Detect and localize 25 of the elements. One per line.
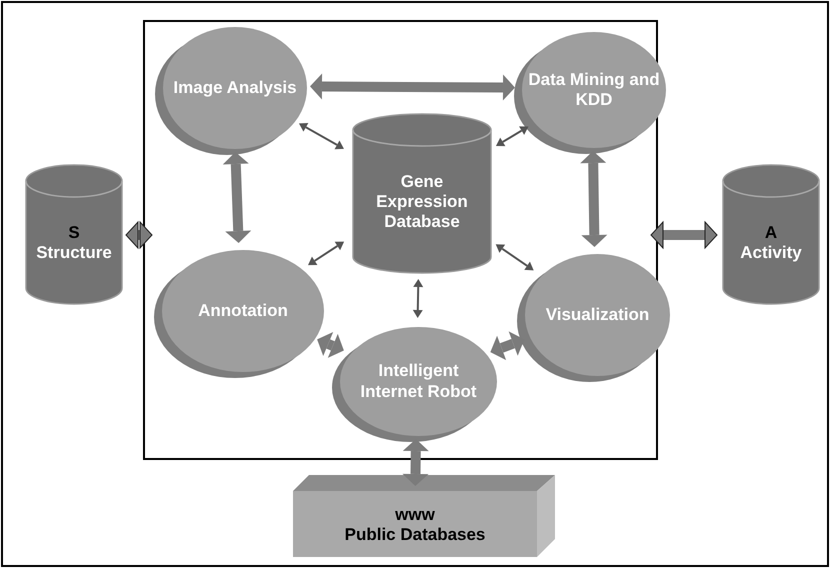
thick-double-arrow xyxy=(490,331,524,360)
thick-double-arrow xyxy=(222,152,252,243)
node-label: Image Analysis xyxy=(173,78,297,98)
double-arrow xyxy=(496,244,534,270)
node-label: Gene Expression Database xyxy=(375,172,469,232)
thick-double-arrow xyxy=(317,332,344,358)
node-label: Annotation xyxy=(198,300,288,322)
thick-double-arrow xyxy=(310,74,515,100)
double-arrow xyxy=(412,279,424,318)
letter-label: A xyxy=(764,222,778,243)
node-label: Intelligent Internet Robot xyxy=(359,361,478,402)
thick-double-arrow xyxy=(650,222,718,248)
node-label: Activity xyxy=(740,243,802,264)
node-label: Data Mining and KDD xyxy=(528,70,660,110)
node-label: Public Databases xyxy=(344,525,486,546)
letter-label: S xyxy=(68,222,80,243)
double-arrow xyxy=(496,126,528,146)
thick-double-arrow xyxy=(402,439,429,486)
thick-double-arrow xyxy=(580,151,608,247)
node-label: Visualization xyxy=(546,304,650,326)
double-arrow xyxy=(308,242,344,266)
thick-double-arrow xyxy=(126,222,152,248)
double-arrow xyxy=(298,122,344,150)
node-label: Structure xyxy=(36,243,112,264)
node-label: www xyxy=(395,504,435,525)
